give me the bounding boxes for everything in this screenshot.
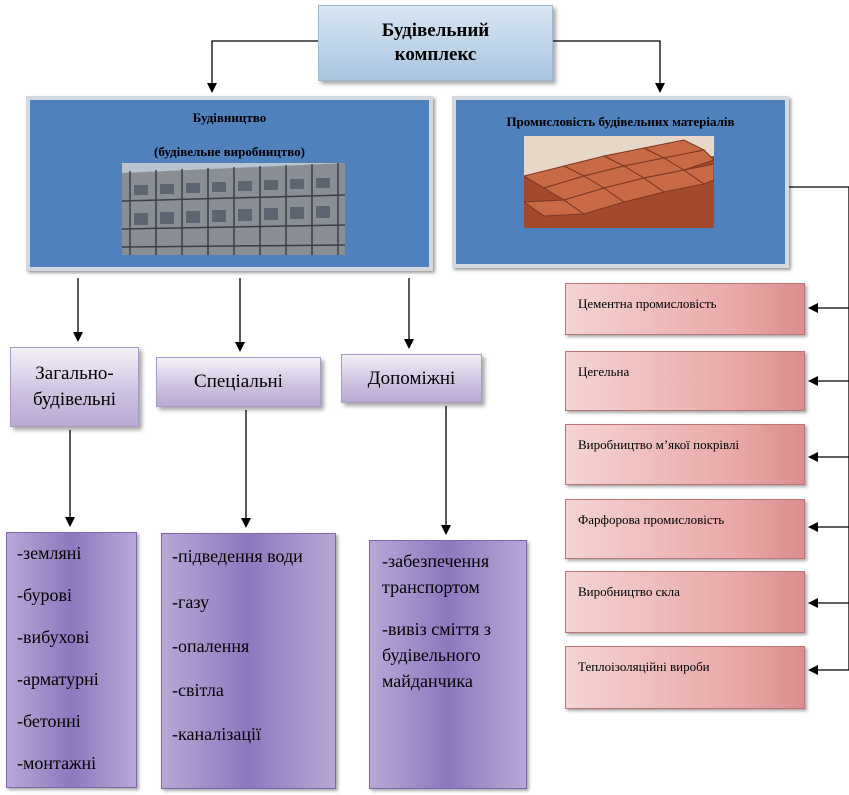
list-item: -світла <box>172 680 224 700</box>
category-label: Спеціальні <box>194 371 283 392</box>
list-item: -монтажні <box>17 753 97 773</box>
list-item: -підведення води <box>172 546 303 566</box>
category-label: Допоміжні <box>367 367 456 389</box>
construction-subtitle: (будівельне виробництво) <box>153 144 306 159</box>
list-item: транспортом <box>382 577 480 597</box>
industry-label: Виробництво скла <box>578 584 680 599</box>
list-item: будівельного <box>382 645 481 665</box>
industry-label: Теплоізоляційні вироби <box>578 659 710 674</box>
industry-label: Виробництво м’якої покрівлі <box>578 437 740 452</box>
root-title-line2: комплекс <box>394 44 477 65</box>
materials-title: Промисловість будівельних матеріалів <box>506 114 735 129</box>
list-item: -вивіз сміття з <box>382 619 492 639</box>
list-item: -бурові <box>17 585 72 605</box>
construction-panel: Будівництво (будівельне виробництво) <box>26 96 433 271</box>
list-item: -земляні <box>17 543 82 563</box>
bricks-image <box>524 136 714 228</box>
list-item: майданчика <box>382 671 473 691</box>
category-label-line1: Загально- <box>35 363 114 384</box>
industry-label: Цементна промисловість <box>578 296 717 311</box>
industry-label: Фарфорова промисловість <box>578 512 725 527</box>
root-box-building-complex: Будівельний комплекс <box>318 5 553 81</box>
general-works-list: -земляні -бурові -вибухові -арматурні -б… <box>6 532 137 788</box>
materials-panel: Промисловість будівельних матеріалів <box>452 96 789 268</box>
list-item: -забезпечення <box>382 551 490 571</box>
arrow-root-to-materials <box>553 40 665 93</box>
list-item: -бетонні <box>17 711 81 731</box>
category-auxiliary: Допоміжні <box>341 354 482 403</box>
list-item: -опалення <box>172 636 250 656</box>
category-general-construction: Загально- будівельні <box>10 347 139 427</box>
auxiliary-works-list: -забезпечення транспортом -вивіз сміття … <box>369 540 527 789</box>
industry-soft-roofing: Виробництво м’якої покрівлі <box>565 424 805 485</box>
industry-glass: Виробництво скла <box>565 571 805 633</box>
industry-cement: Цементна промисловість <box>565 283 805 335</box>
industry-label: Цегельна <box>578 364 630 379</box>
scaffolding-building-image <box>122 163 345 255</box>
industry-brick: Цегельна <box>565 351 805 411</box>
list-item: -газу <box>172 592 210 612</box>
arrow-root-to-construction <box>207 40 318 93</box>
category-label-line2: будівельні <box>32 389 117 410</box>
industry-porcelain: Фарфорова промисловість <box>565 499 805 559</box>
list-item: -каналізації <box>172 724 261 744</box>
category-special: Спеціальні <box>156 357 321 407</box>
list-item: -вибухові <box>17 627 90 647</box>
root-title-line1: Будівельний <box>381 20 490 41</box>
special-works-list: -підведення води -газу -опалення -світла… <box>161 533 336 789</box>
construction-title: Будівництво <box>192 110 267 125</box>
list-item: -арматурні <box>17 669 99 689</box>
industry-thermal-insulation: Теплоізоляційні вироби <box>565 646 805 709</box>
